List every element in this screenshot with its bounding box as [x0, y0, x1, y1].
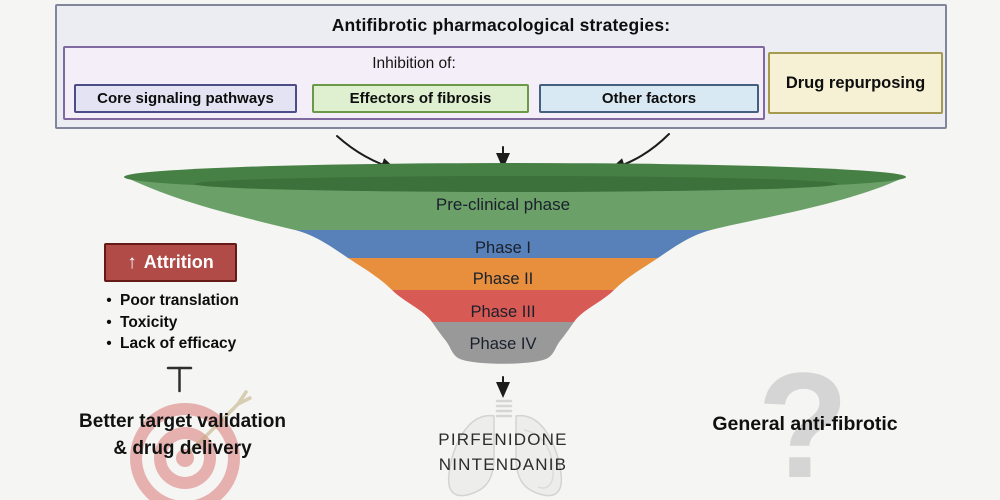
lungs-icon — [447, 399, 563, 497]
general-antifibrotic-label: General anti-fibrotic — [712, 413, 898, 435]
cause-item: • Poor translation — [98, 292, 239, 314]
cause-item: • Toxicity — [98, 314, 239, 336]
inhibition-group-box: Inhibition of: Core signaling pathways E… — [63, 46, 765, 120]
inhibition-label: Inhibition of: — [372, 55, 456, 72]
attrition-cause-list: • Poor translation • Toxicity • Lack of … — [98, 292, 239, 357]
category-other-factors: Other factors — [539, 84, 759, 113]
category-core-signaling-pathways: Core signaling pathways — [74, 84, 297, 113]
drug-pirfenidone: PIRFENIDONE — [438, 430, 568, 449]
inhibition-tbar-icon — [166, 366, 193, 393]
phase-label-4: Phase IV — [469, 335, 537, 353]
target-dart-icon — [188, 390, 252, 454]
bullet-icon: • — [106, 335, 112, 352]
cause-label: Toxicity — [120, 313, 178, 331]
bullet-icon: • — [106, 313, 112, 331]
bullet-icon: • — [106, 292, 112, 309]
remedy-line-1: Better target validation — [79, 411, 286, 432]
attrition-box: ↑ Attrition — [104, 243, 237, 282]
remedy-line-2: & drug delivery — [113, 438, 252, 459]
attrition-label: Attrition — [143, 252, 214, 272]
up-arrow-icon: ↑ — [127, 251, 137, 273]
category-effectors-of-fibrosis: Effectors of fibrosis — [312, 84, 529, 113]
remedy-text: Better target validation & drug delivery — [40, 408, 325, 462]
cause-label: Poor translation — [120, 292, 239, 309]
phase-label-preclinical: Pre-clinical phase — [435, 195, 571, 214]
phase-label-2: Phase II — [472, 270, 534, 288]
cause-item: • Lack of efficacy — [98, 335, 239, 357]
funnel-rim-inner — [194, 176, 838, 192]
approved-drugs-text: PIRFENIDONE NINTENDANIB — [403, 427, 603, 477]
question-mark-icon: ? — [757, 341, 849, 500]
cause-label: Lack of efficacy — [120, 335, 237, 352]
panel-title: Antifibrotic pharmacological strategies: — [331, 15, 671, 35]
phase-label-3: Phase III — [470, 303, 536, 321]
drug-nintendanib: NINTENDANIB — [438, 455, 568, 474]
phase-label-1: Phase I — [475, 239, 531, 257]
drug-repurposing-box: Drug repurposing — [768, 52, 943, 114]
